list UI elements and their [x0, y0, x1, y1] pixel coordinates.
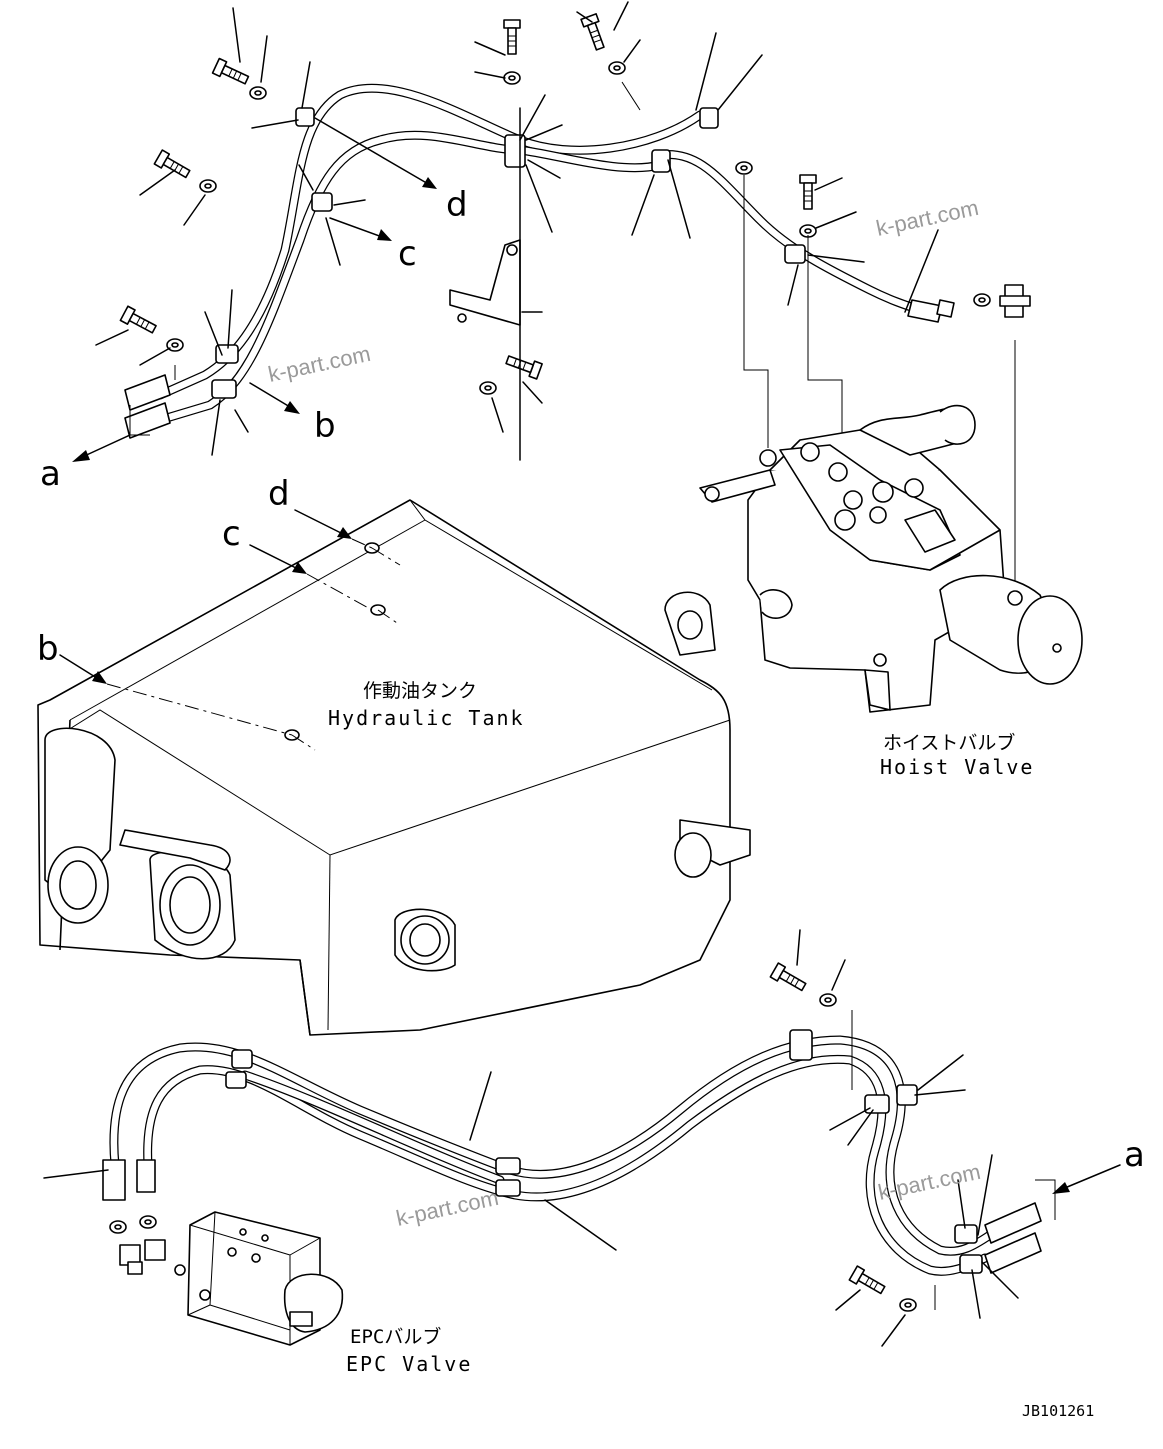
upper-fasteners: [119, 13, 1031, 395]
epc-valve-label-jp: EPCバルブ: [350, 1325, 441, 1348]
hydraulic-tank-label: 作動油タンク Hydraulic Tank: [328, 680, 525, 730]
epc-valve: [119, 1211, 344, 1346]
drawing-code: JB101261: [1022, 1402, 1094, 1420]
epc-valve-label-en: EPC Valve: [346, 1352, 472, 1376]
hoist-valve-label-en: Hoist Valve: [880, 755, 1034, 779]
tank-callouts: d c b: [37, 474, 373, 736]
watermark-bottom-mid: k-part.com: [394, 1185, 501, 1231]
watermark-top-right: k-part.com: [874, 195, 981, 241]
hydraulic-tank-label-en: Hydraulic Tank: [328, 706, 525, 730]
upper-leader-lines: [95, 1, 939, 461]
lower-callout-letters: a: [1124, 1135, 1145, 1175]
upper-callout-letters: a b c d: [40, 185, 468, 494]
hoist-valve-label-jp: ホイストバルブ: [883, 731, 1015, 754]
epc-valve-label: EPCバルブ EPC Valve: [346, 1325, 472, 1376]
callout-a-bottom: a: [1124, 1135, 1145, 1175]
lower-leader-lines: [43, 929, 1121, 1347]
upper-callout-arrows: [72, 117, 437, 462]
callout-d-tank: d: [268, 474, 290, 514]
lower-hose-assembly: [102, 1010, 1056, 1310]
callout-c-tank: c: [222, 514, 241, 554]
hydraulic-tank: [37, 499, 751, 1036]
upper-hose-assembly: [124, 83, 955, 439]
hydraulic-tank-label-jp: 作動油タンク: [363, 680, 477, 702]
callout-d-top: d: [446, 185, 468, 225]
callout-b-tank: b: [37, 629, 59, 669]
callout-b-top: b: [314, 406, 336, 446]
watermark-mid-left: k-part.com: [266, 341, 373, 387]
callout-a-top: a: [40, 454, 61, 494]
hoist-valve: [621, 81, 1083, 713]
hoist-valve-label: ホイストバルブ Hoist Valve: [880, 731, 1034, 779]
callout-c-top: c: [398, 234, 417, 274]
